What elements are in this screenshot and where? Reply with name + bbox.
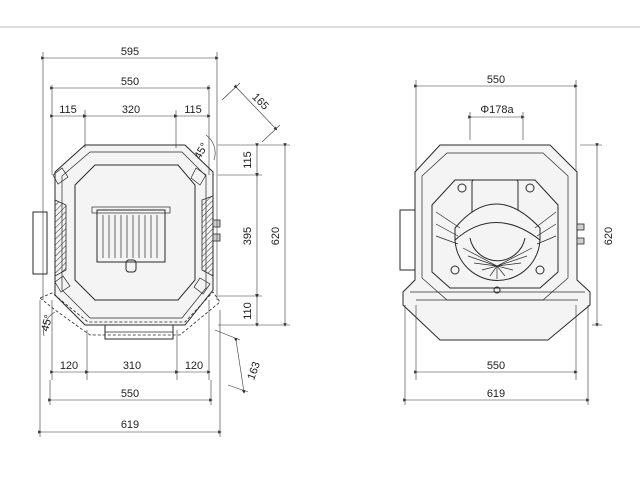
- corner-bracket-tr: [190, 167, 207, 186]
- dim-label-619-right: 619: [487, 388, 505, 400]
- angle-arc-top: [205, 134, 216, 161]
- dim-label-310: 310: [123, 360, 141, 372]
- corner-bracket-tl: [52, 167, 69, 185]
- dim-label-flue: Φ178a: [480, 104, 514, 116]
- grate-handle: [125, 259, 137, 273]
- dim-line-163: [233, 337, 246, 394]
- left-view: 595 550 115 320 115 165 45° 115 395: [32, 46, 290, 437]
- dim-label-320: 320: [122, 104, 140, 116]
- left-wall-hatch-right: [201, 195, 214, 277]
- dim-label-550-right-top: 550: [487, 74, 505, 86]
- right-side-panel-left: [399, 209, 416, 271]
- dim-label-110: 110: [242, 302, 254, 320]
- bolt-bottom-left: [450, 265, 460, 275]
- grate-bars: [102, 215, 158, 258]
- grate-top-rim: [91, 206, 171, 214]
- dim-label-620-left: 620: [270, 227, 282, 245]
- right-hinge-top: [212, 219, 221, 228]
- bolt-top-left: [457, 183, 467, 193]
- corner-bracket-bl: [54, 275, 71, 293]
- grate: [96, 209, 166, 263]
- fan-inner: [469, 237, 526, 262]
- underside-frame: [431, 179, 559, 289]
- left-inner-chamber: [74, 164, 196, 301]
- dim-label-595: 595: [121, 46, 139, 58]
- right-hinge-bottom: [212, 233, 221, 242]
- fan-ribs: [462, 247, 533, 279]
- dim-label-619-left: 619: [121, 419, 139, 431]
- dim-label-163: 163: [245, 360, 263, 381]
- angle-arc-bottom: [43, 311, 56, 337]
- dim-label-115-vert: 115: [242, 151, 254, 169]
- bolt-bottom-right: [535, 265, 545, 275]
- dim-label-550-bottom: 550: [121, 388, 139, 400]
- right-outer-body: [402, 144, 591, 341]
- bolt-bottom-center: [493, 286, 501, 294]
- dim-label-115-right: 115: [184, 104, 202, 116]
- dim-label-115-left: 115: [59, 104, 77, 116]
- angle-label-bottom: 45°: [39, 314, 55, 333]
- dim-label-620-right: 620: [603, 227, 615, 245]
- dim-label-120-left: 120: [60, 360, 78, 372]
- dim-label-550-right-bottom: 550: [487, 360, 505, 372]
- left-side-panel: [32, 211, 48, 275]
- dim-label-550-top: 550: [121, 76, 139, 88]
- bolt-top-right: [525, 183, 535, 193]
- dim-label-120-right: 120: [185, 360, 203, 372]
- left-wall-hatch-left: [54, 199, 67, 277]
- fan-outer: [454, 237, 541, 281]
- side-ribs: [435, 211, 557, 245]
- door-swing-outline: [39, 291, 221, 336]
- dim-label-395: 395: [242, 227, 254, 245]
- right-side-nub-bottom: [576, 237, 585, 245]
- right-view: 550 Φ178a 620 550 619: [399, 74, 615, 405]
- corner-bracket-br: [193, 277, 211, 295]
- right-side-nub-top: [576, 223, 585, 231]
- dim-line-165: [233, 84, 278, 131]
- dim-label-165: 165: [249, 91, 270, 112]
